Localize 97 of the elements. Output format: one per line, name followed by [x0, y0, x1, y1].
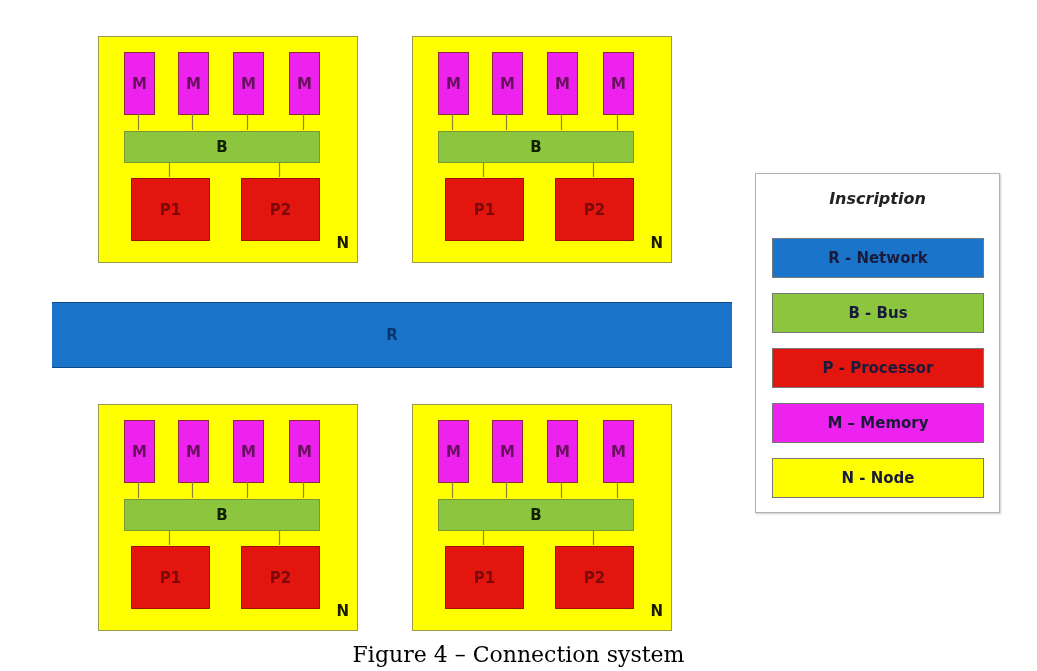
node-label: M — [555, 441, 570, 463]
processor-box — [241, 546, 320, 609]
node-label: M — [132, 441, 147, 463]
bus-bar — [438, 499, 634, 531]
node-label: M — [611, 441, 626, 463]
node-label: R — [386, 324, 398, 346]
connector-line — [482, 161, 485, 178]
connector-line — [616, 113, 619, 131]
memory-box — [233, 52, 264, 115]
connector-line — [168, 161, 171, 178]
memory-box — [547, 420, 578, 483]
node-label: M — [241, 73, 256, 95]
connector-line — [137, 113, 140, 131]
node-label: M — [446, 441, 461, 463]
processor-box — [555, 178, 634, 241]
processor-box — [241, 178, 320, 241]
connector-line — [560, 113, 563, 131]
node-box — [98, 36, 358, 263]
memory-box — [124, 52, 155, 115]
memory-box — [178, 420, 209, 483]
bus-bar — [124, 499, 320, 531]
connector-line — [482, 529, 485, 546]
node-label: B — [530, 504, 542, 526]
memory-box — [603, 420, 634, 483]
connector-line — [191, 113, 194, 131]
node-label: M — [132, 73, 147, 95]
network-bar — [52, 302, 732, 368]
legend-text: B - Bus — [848, 302, 908, 324]
memory-box — [603, 52, 634, 115]
memory-box — [289, 420, 320, 483]
bus-bar — [124, 131, 320, 163]
connector-line — [278, 161, 281, 178]
node-label: P1 — [159, 567, 182, 589]
node-box — [98, 404, 358, 631]
processor-box — [131, 178, 210, 241]
memory-box — [547, 52, 578, 115]
memory-box — [233, 420, 264, 483]
connector-line — [137, 481, 140, 499]
node-label: M — [297, 73, 312, 95]
memory-box — [438, 52, 469, 115]
memory-box — [178, 52, 209, 115]
memory-box — [289, 52, 320, 115]
node-label: P2 — [583, 567, 606, 589]
processor-box — [555, 546, 634, 609]
node-label: M — [500, 441, 515, 463]
legend-text: P - Processor — [822, 357, 934, 379]
legend-title: Inscription — [828, 188, 927, 210]
node-label: B — [216, 504, 228, 526]
legend-text: M – Memory — [827, 412, 929, 434]
connector-line — [592, 529, 595, 546]
memory-box — [438, 420, 469, 483]
node-label: M — [241, 441, 256, 463]
memory-box — [492, 52, 523, 115]
connector-line — [505, 113, 508, 131]
legend-text: R - Network — [828, 247, 928, 269]
node-label: P2 — [269, 567, 292, 589]
node-label: P1 — [473, 567, 496, 589]
node-label: M — [611, 73, 626, 95]
node-label: P2 — [583, 199, 606, 221]
connector-line — [302, 481, 305, 499]
processor-box — [445, 546, 524, 609]
node-label: M — [186, 441, 201, 463]
node-label: N — [336, 232, 349, 254]
connector-line — [246, 113, 249, 131]
node-label: N — [650, 232, 663, 254]
figure-caption: Figure 4 – Connection system — [351, 641, 686, 669]
memory-box — [492, 420, 523, 483]
node-label: N — [650, 600, 663, 622]
node-label: P1 — [159, 199, 182, 221]
legend-text: N - Node — [841, 467, 915, 489]
connector-line — [505, 481, 508, 499]
connector-line — [246, 481, 249, 499]
node-label: M — [555, 73, 570, 95]
bus-bar — [438, 131, 634, 163]
connector-line — [302, 113, 305, 131]
node-label: B — [216, 136, 228, 158]
processor-box — [131, 546, 210, 609]
connector-line — [451, 113, 454, 131]
node-box — [412, 404, 672, 631]
connector-line — [278, 529, 281, 546]
connector-line — [191, 481, 194, 499]
node-label: B — [530, 136, 542, 158]
memory-box — [124, 420, 155, 483]
node-label: N — [336, 600, 349, 622]
connector-line — [616, 481, 619, 499]
connector-line — [560, 481, 563, 499]
node-label: M — [500, 73, 515, 95]
node-label: M — [446, 73, 461, 95]
node-label: M — [186, 73, 201, 95]
processor-box — [445, 178, 524, 241]
node-box — [412, 36, 672, 263]
node-label: P2 — [269, 199, 292, 221]
node-label: M — [297, 441, 312, 463]
connector-line — [168, 529, 171, 546]
node-label: P1 — [473, 199, 496, 221]
connector-line — [451, 481, 454, 499]
connector-line — [592, 161, 595, 178]
